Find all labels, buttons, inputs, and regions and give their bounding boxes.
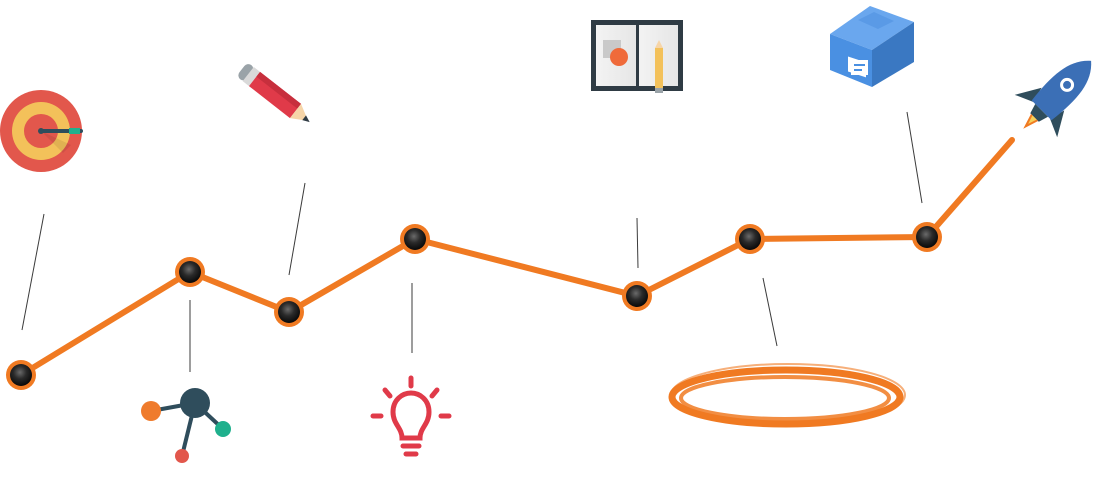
timeline-node bbox=[6, 360, 36, 390]
rocket-icon bbox=[1014, 60, 1092, 138]
timeline-line bbox=[18, 137, 1015, 378]
connector-brush-circle bbox=[762, 277, 778, 347]
timeline-node bbox=[175, 257, 205, 287]
lightbulb-icon bbox=[370, 375, 452, 457]
pencil-icon bbox=[238, 64, 310, 123]
timeline-node bbox=[274, 297, 304, 327]
connector-target bbox=[21, 213, 45, 331]
box-label bbox=[851, 60, 868, 75]
connector-sketchbook bbox=[636, 217, 639, 269]
connector-box bbox=[906, 111, 923, 204]
timeline-node bbox=[622, 281, 652, 311]
timeline-node bbox=[912, 222, 942, 252]
timeline-nodes bbox=[6, 222, 942, 390]
network-icon bbox=[141, 388, 231, 463]
target-icon bbox=[0, 90, 83, 172]
box-icon bbox=[830, 6, 914, 87]
connector-lines bbox=[21, 111, 923, 372]
timeline-node bbox=[735, 224, 765, 254]
connector-pencil bbox=[288, 182, 306, 276]
timeline-node bbox=[400, 224, 430, 254]
brush-circle-icon bbox=[668, 363, 906, 428]
sketchbook-icon bbox=[591, 20, 683, 93]
